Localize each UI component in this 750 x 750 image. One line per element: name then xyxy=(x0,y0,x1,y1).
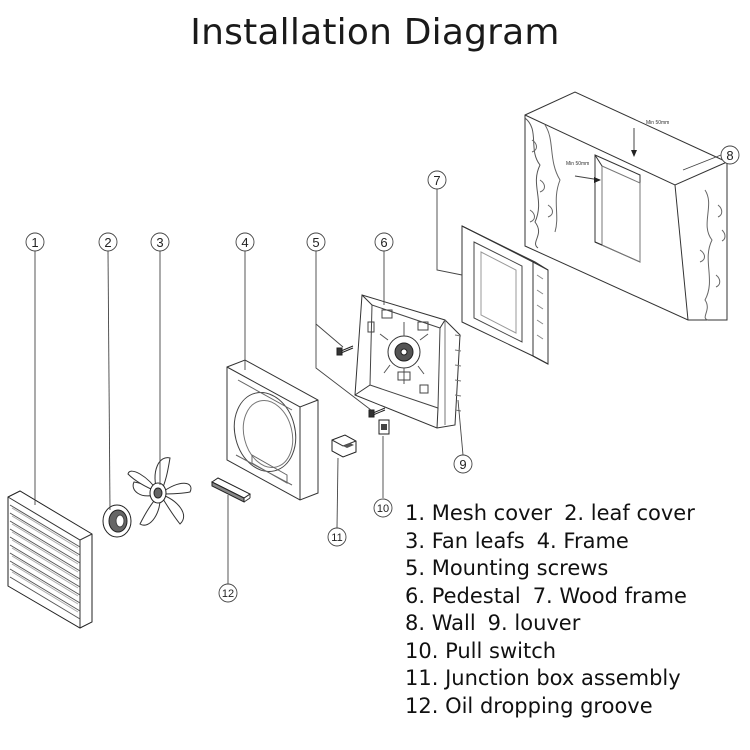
mounting-screws-part xyxy=(336,345,386,418)
frame-part xyxy=(226,359,319,501)
legend-item-7: 7. Wood frame xyxy=(532,583,687,608)
callout-7: 7 xyxy=(433,173,440,188)
wood-frame-part xyxy=(461,225,549,365)
legend-item-11: 11. Junction box assembly xyxy=(405,666,681,690)
legend-item-5: 5. Mounting screws xyxy=(405,556,609,580)
legend-item-10: 10. Pull switch xyxy=(405,638,557,663)
diagram-title: Installation Diagram xyxy=(190,12,560,53)
junction-box-part xyxy=(331,434,357,458)
callout-8: 8 xyxy=(726,148,733,163)
legend-row: 5. Mounting screws xyxy=(405,555,745,583)
legend-row: 11. Junction box assembly xyxy=(405,665,745,693)
callout-10: 10 xyxy=(377,503,389,515)
legend-item-1: 1. Mesh cover xyxy=(405,501,553,525)
legend-row: 10. Pull switch xyxy=(405,638,745,666)
legend-item-9: 9. louver xyxy=(487,611,581,635)
legend-item-4: 4. Frame xyxy=(536,528,629,553)
legend-item-12: 12. Oil dropping groove xyxy=(405,693,653,718)
wall-part xyxy=(524,91,728,321)
leaf-cover-part xyxy=(102,504,132,538)
legend-item-2: 2. leaf cover xyxy=(564,501,695,525)
callout-4: 4 xyxy=(241,235,248,250)
fan-leafs-part xyxy=(127,457,192,526)
callout-1: 1 xyxy=(31,235,38,250)
mesh-cover-part xyxy=(7,490,93,629)
legend-item-3: 3. Fan leafs xyxy=(405,528,525,553)
leader-lines xyxy=(34,154,722,584)
legend-row: 1. Mesh cover 2. leaf cover xyxy=(405,500,745,528)
callout-circles xyxy=(25,145,740,603)
callout-11: 11 xyxy=(331,532,342,544)
callout-6: 6 xyxy=(380,235,387,250)
pull-switch-part xyxy=(378,419,390,435)
wall-dim-top: Min 50mm xyxy=(646,120,669,126)
wall-dim-side: Min 50mm xyxy=(566,161,589,167)
callout-9: 9 xyxy=(459,457,466,472)
legend-item-6: 6. Pedestal xyxy=(405,583,521,608)
legend-item-8: 8. Wall xyxy=(405,611,476,635)
oil-groove-part xyxy=(211,477,251,503)
callout-5: 5 xyxy=(312,235,319,250)
pedestal-part xyxy=(354,294,462,429)
callout-3: 3 xyxy=(156,235,163,250)
callout-2: 2 xyxy=(104,235,111,250)
callout-12: 12 xyxy=(222,588,234,600)
legend-row: 8. Wall 9. louver xyxy=(405,610,745,638)
legend-row: 3. Fan leafs 4. Frame xyxy=(405,528,745,556)
legend-row: 12. Oil dropping groove xyxy=(405,693,745,721)
legend-row: 6. Pedestal 7. Wood frame xyxy=(405,583,745,611)
parts-legend: 1. Mesh cover 2. leaf cover 3. Fan leafs 4… xyxy=(405,500,745,720)
